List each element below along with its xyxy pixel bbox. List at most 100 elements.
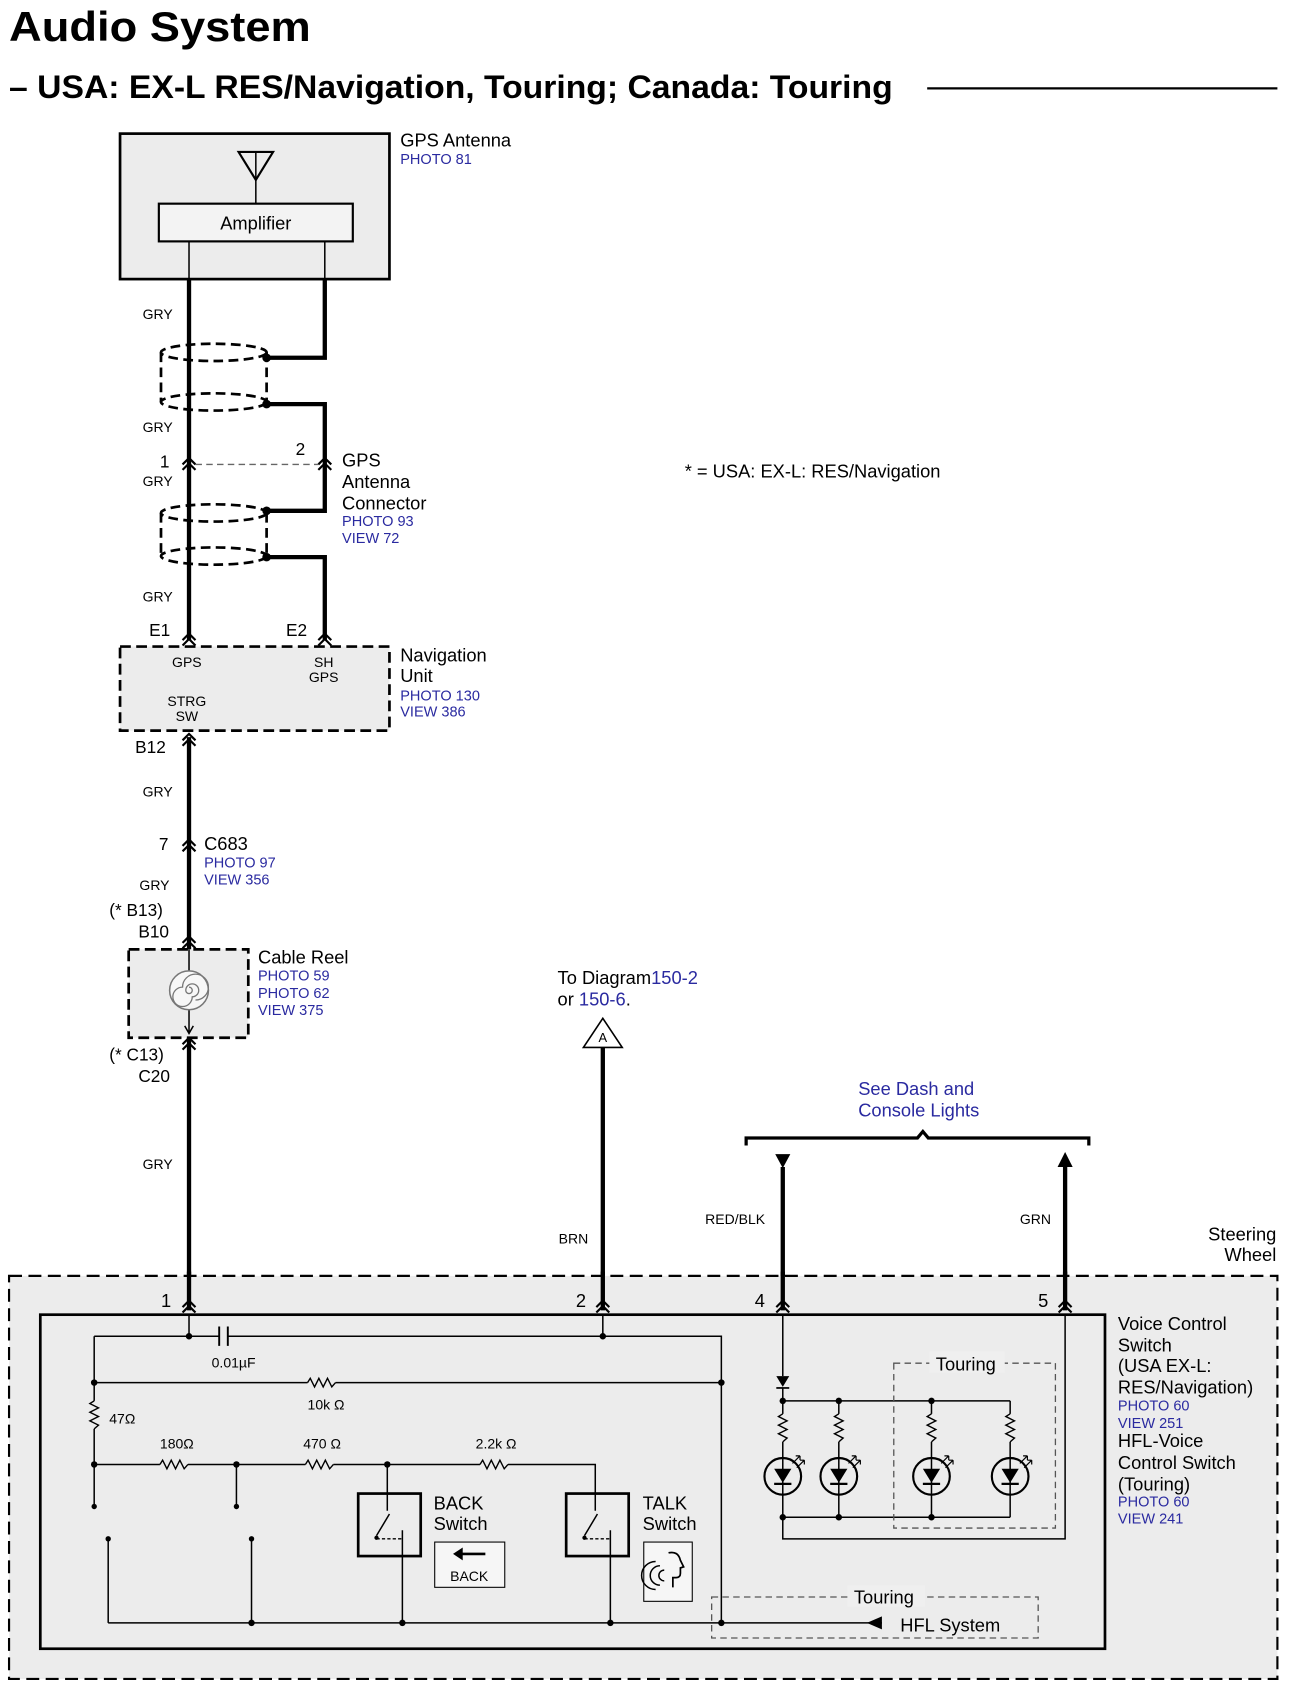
touring-label: Touring [936,1354,996,1375]
touring-label: Touring [854,1586,914,1607]
cable-reel-label: Cable Reel [258,946,349,967]
capacitor-icon [218,1326,229,1346]
back-switch-label: BACK [434,1493,484,1514]
back-button-icon [434,1541,506,1588]
voice-control-switch-label: Switch [1118,1334,1172,1355]
back-switch [356,1492,423,1623]
switch-pin-number: 1 [161,1290,171,1311]
c683-photo-link[interactable]: PHOTO 97 [204,855,276,871]
coax-shield-upper [159,342,268,412]
connector-pin-number: 1 [160,452,170,472]
hfl-voice-switch-label: Control Switch [1118,1452,1236,1473]
off-page-connector-icon [581,1016,624,1049]
switch-contact-dot [248,1536,255,1542]
resistor-value: 180Ω [160,1435,194,1451]
junction-dot [90,1379,98,1386]
switch-pin-number: 5 [1038,1290,1048,1311]
to-diagram-note: To Diagram150-2 [558,967,698,988]
gps-antenna-connector-photo-link[interactable]: PHOTO 93 [342,514,414,530]
navigation-unit-label: Unit [400,665,433,686]
nav-terminal-sh-gps: SH [314,654,333,670]
to-diagram-suffix: . [626,988,631,1009]
voice-talk-icon [640,1541,693,1602]
junction-dot [233,1461,240,1468]
switch-contact-dot [91,1503,97,1510]
gps-antenna: Amplifier [118,132,391,281]
harness-wire-ends [186,1271,1068,1311]
to-diagram-or: or [558,988,579,1009]
to-diagram-note: or 150-6. [558,988,631,1009]
gps-antenna-connector-view-link[interactable]: VIEW 72 [342,531,399,547]
cable-reel-photo-link[interactable]: PHOTO 59 [258,969,330,985]
junction-dot [835,1514,843,1521]
wire-color-label: GRY [143,473,174,489]
voice-control-switch-photo-link[interactable]: PHOTO 60 [1118,1399,1190,1415]
back-button-label: BACK [450,1568,489,1584]
gps-antenna-label: GPS Antenna [400,130,512,151]
junction-dot [384,1461,391,1468]
navigation-unit-view-link[interactable]: VIEW 386 [400,705,465,721]
hfl-voice-switch-photo-link[interactable]: PHOTO 60 [1118,1494,1190,1510]
cable-reel-terminal-label: C20 [138,1066,170,1086]
diagram-150-2-link[interactable]: 150-2 [651,967,698,988]
wire-color-label: GRY [143,588,174,604]
voice-control-switch-label: Voice Control [1118,1313,1227,1334]
gps-antenna-photo-link[interactable]: PHOTO 81 [400,152,472,168]
gps-antenna-connector-label: Antenna [342,471,411,492]
navigation-unit-photo-link[interactable]: PHOTO 130 [400,688,480,704]
switch-contact-dot [105,1536,111,1542]
shield-junction-dot [262,506,271,516]
c683-label: C683 [204,833,248,854]
junction-dot [185,1333,193,1340]
gps-antenna-connector-label: GPS [342,450,381,471]
wire-color-label: RED/BLK [705,1211,766,1227]
voice-control-switch-view-link[interactable]: VIEW 251 [1118,1416,1183,1432]
cable-reel-spiral-icon [168,949,210,1035]
arrow-up-icon [1057,1151,1073,1168]
junction-dot [718,1379,725,1386]
navigation-unit-label: Navigation [400,645,486,666]
hfl-voice-switch-view-link[interactable]: VIEW 241 [1118,1512,1183,1528]
dash-console-lights-link[interactable]: See Dash and [858,1078,974,1099]
amplifier-label: Amplifier [220,213,291,234]
junction-dot [607,1619,614,1627]
arrow-left-icon [866,1616,882,1630]
wire-color-label: BRN [559,1231,589,1247]
diagram-150-6-link[interactable]: 150-6 [579,988,626,1009]
wire-color-label: GRY [143,419,174,435]
hfl-voice-switch-label: HFL-Voice [1118,1430,1203,1451]
steering-wheel-label: Wheel [1224,1244,1276,1265]
terminal-label: E1 [149,620,170,640]
connector-pin-number: 2 [296,439,306,459]
voice-control-switch-label: RES/Navigation) [1118,1376,1253,1397]
cable-reel-photo-link[interactable]: PHOTO 62 [258,986,330,1002]
c683-pin-number: 7 [159,834,169,854]
steering-wheel-label: Steering [1208,1223,1276,1244]
page-subtitle: – USA: EX-L RES/Navigation, Touring; Can… [9,69,893,105]
junction-dot [779,1397,787,1405]
junction-dot [599,1333,607,1340]
voice-control-switch-label: (USA EX-L: [1118,1355,1212,1376]
dash-console-lights-link[interactable]: Console Lights [858,1099,979,1120]
c683-view-link[interactable]: VIEW 356 [204,873,269,889]
switch-pin-number: 2 [576,1290,586,1311]
wire-color-label: GRN [1020,1211,1051,1227]
wire-color-label: GRY [143,783,174,799]
cable-reel-terminal-label: B10 [138,922,169,942]
shield-junction-dot [262,399,271,409]
switch-contact-dot [233,1503,240,1510]
coax-shield-lower [159,502,268,567]
terminal-label: E2 [286,620,307,640]
wire-color-label: GRY [143,1156,174,1172]
junction-dot [718,1619,725,1627]
junction-dot [835,1397,843,1405]
hfl-system-label: HFL System [900,1614,1000,1635]
nav-terminal-gps: GPS [172,654,202,670]
cable-reel-view-link[interactable]: VIEW 375 [258,1003,323,1019]
resistor-value: 47Ω [109,1411,135,1427]
junction-dot [399,1619,406,1627]
resistor-value: 2.2k Ω [476,1435,517,1451]
amplifier-box [157,202,354,243]
junction-dot [928,1397,935,1405]
cable-reel-terminal-label: (* C13) [109,1044,164,1064]
